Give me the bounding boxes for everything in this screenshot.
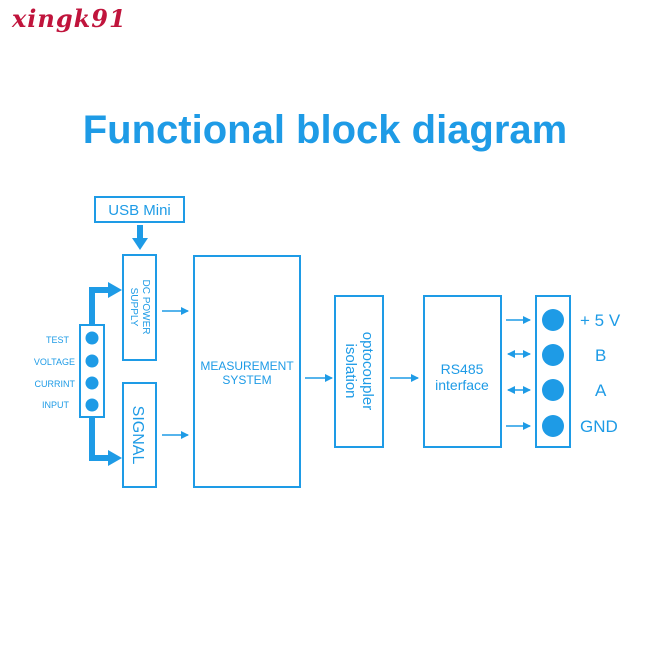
output-terminal-block [535,295,571,448]
output-label-a: A [595,381,607,400]
output-terminal-pin-b [542,344,564,366]
opto-label-line1: optocoupler [359,332,376,410]
usb-down-arrow [132,225,148,250]
measurement-label-line1: MEASUREMENT [200,359,294,373]
rs485-label-line1: RS485 [441,361,484,377]
dc-power-label-line1: DC POWER [140,280,151,335]
input-terminal-pin-1 [85,331,99,345]
measurement-system-block [193,255,301,488]
input-label-test: TEST [46,335,70,345]
output-terminal-pin-a [542,379,564,401]
output-label-5v: + 5 V [580,311,621,330]
input-label-input: INPUT [42,400,70,410]
output-terminal-pin-5v [542,309,564,331]
output-label-gnd: GND [580,417,618,436]
diagram-title: Functional block diagram [82,108,568,152]
dc-power-label-line2: SUPPLY [128,288,139,327]
input-terminal-pin-4 [85,398,99,412]
watermark: xingk91 [12,4,127,33]
output-terminal-pin-gnd [542,415,564,437]
rs485-interface-block [423,295,502,448]
output-label-b: B [595,346,606,365]
terminal-to-signal-arrow [89,417,122,466]
terminal-to-power-arrow [89,282,122,325]
usb-mini-block [94,196,185,223]
opto-label-line2: isolation [342,343,359,398]
signal-label: SIGNAL [129,406,146,465]
signal-block [122,382,157,488]
input-terminal-pin-3 [85,376,99,390]
rs485-label-line2: interface [435,377,489,393]
input-label-currint: CURRINT [35,379,76,389]
input-label-voltage: VOLTAGE [34,357,75,367]
dc-power-supply-block [122,254,157,361]
usb-mini-label: USB Mini [108,202,171,219]
input-terminal-pin-2 [85,354,99,368]
measurement-label-line2: SYSTEM [222,373,271,387]
optocoupler-isolation-block [334,295,384,448]
